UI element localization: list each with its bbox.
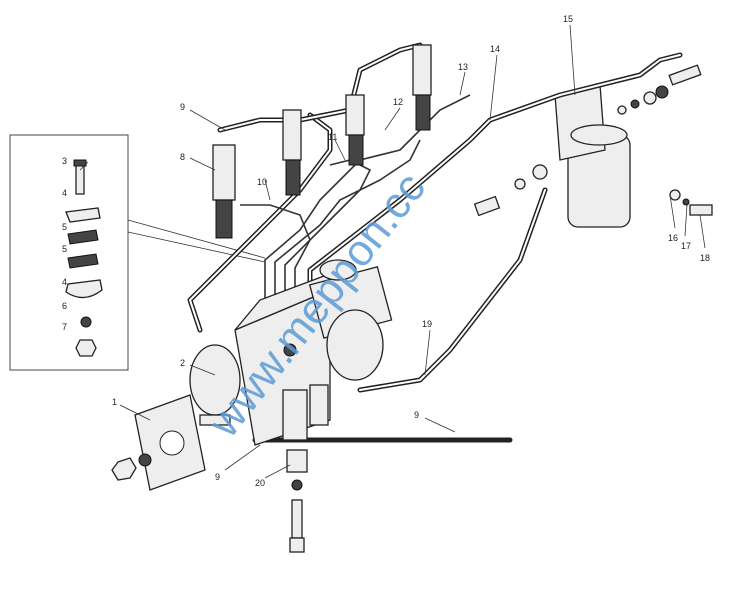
callout-2: 2 [180,358,185,368]
callout-5: 5 [62,222,67,232]
callout-9c: 9 [215,472,220,482]
callout-20: 20 [255,478,265,488]
inset-leader [127,219,266,259]
callout-12: 12 [393,97,403,107]
callout-10: 10 [257,177,267,187]
callout-leaders [79,24,706,479]
callout-4b: 4 [62,277,67,287]
injection-pump [234,259,393,446]
callout-13: 13 [458,62,468,72]
callout-9a: 9 [180,102,185,112]
callout-15: 15 [563,14,573,24]
callout-8: 8 [180,152,185,162]
callout-3: 3 [62,156,67,166]
callout-1: 1 [112,397,117,407]
callout-17: 17 [681,241,691,251]
fuel-filter [554,84,631,228]
callout-5b: 5 [62,244,67,254]
callout-14: 14 [490,44,500,54]
callout-16: 16 [668,233,678,243]
callout-11: 11 [328,132,337,142]
drain-fitting [286,449,308,553]
callout-7: 7 [62,322,67,332]
callout-6: 6 [62,301,67,311]
mounting-flange [111,344,241,491]
callout-18: 18 [700,253,710,263]
callout-19: 19 [422,319,432,329]
banjo-bolts [473,64,713,217]
inset-leader [127,231,266,263]
callout-4: 4 [62,188,67,198]
clamp-assembly [65,159,103,357]
callout-9b: 9 [414,410,419,420]
inset-frame [9,134,129,371]
injectors [212,44,432,239]
